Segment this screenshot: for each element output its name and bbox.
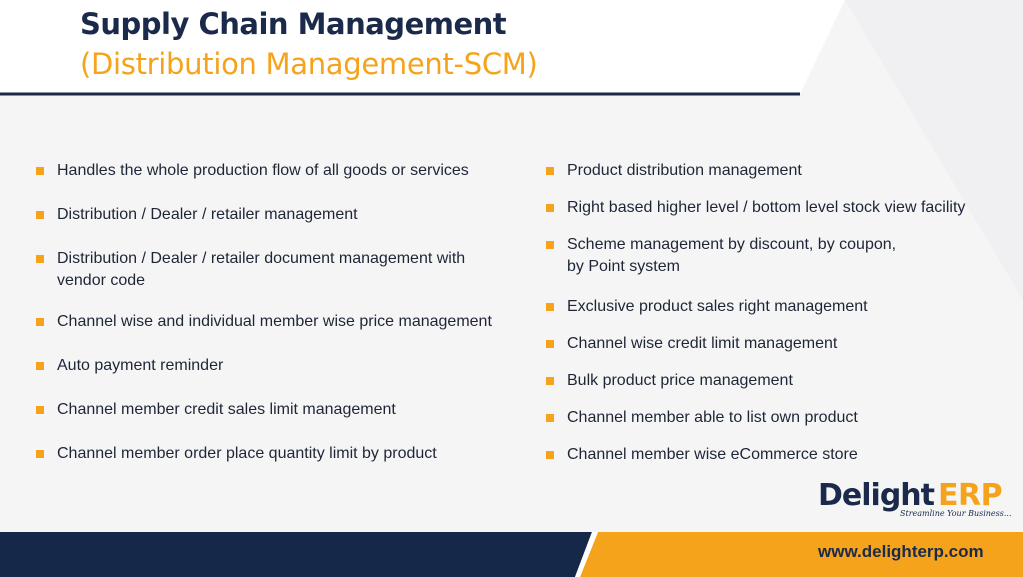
list-item: Bulk product price management (546, 370, 793, 392)
bullet-square-icon (36, 318, 44, 326)
list-item-text: Channel member credit sales limit manage… (57, 401, 396, 418)
list-item-text: Handles the whole production flow of all… (57, 162, 469, 179)
list-item: Exclusive product sales right management (546, 296, 868, 318)
list-item: Handles the whole production flow of all… (36, 160, 469, 182)
bullet-square-icon (36, 255, 44, 263)
list-item-text: Distribution / Dealer / retailer managem… (57, 206, 358, 223)
list-item: Channel member able to list own product (546, 407, 858, 429)
list-item-text: Right based higher level / bottom level … (567, 199, 966, 216)
page-subtitle: (Distribution Management-SCM) (80, 47, 538, 81)
list-item-text: Channel wise credit limit management (567, 335, 838, 352)
list-item: Channel wise credit limit management (546, 333, 837, 355)
list-item: Distribution / Dealer / retailer managem… (36, 204, 358, 226)
bullet-square-icon (546, 167, 554, 175)
logo-tagline: Streamline Your Business... (900, 509, 1012, 518)
list-item-text: Channel wise and individual member wise … (57, 313, 492, 330)
list-item: Product distribution management (546, 160, 802, 182)
list-item-text: Auto payment reminder (57, 357, 224, 374)
list-item-text: Distribution / Dealer / retailer documen… (57, 250, 466, 289)
list-item-text: Product distribution management (567, 162, 802, 179)
list-item-text: Channel member wise eCommerce store (567, 446, 858, 463)
logo-wordmark: Delight ERP (818, 478, 1012, 513)
bullet-square-icon (546, 340, 554, 348)
bullet-square-icon (36, 362, 44, 370)
company-logo: Delight ERP Streamline Your Business... (818, 478, 1012, 518)
list-item: Channel member order place quantity limi… (36, 443, 437, 465)
list-item-text: Bulk product price management (567, 372, 793, 389)
bullet-square-icon (36, 406, 44, 414)
bullet-square-icon (36, 211, 44, 219)
bullet-square-icon (546, 241, 554, 249)
list-item-text: Scheme management by discount, by coupon… (567, 236, 897, 275)
list-item: Right based higher level / bottom level … (546, 197, 965, 219)
logo-name-part2: ERP (938, 478, 1003, 513)
list-item: Channel wise and individual member wise … (36, 311, 492, 333)
bullet-square-icon (546, 377, 554, 385)
list-item: Scheme management by discount, by coupon… (546, 234, 896, 278)
list-item: Distribution / Dealer / retailer documen… (36, 248, 465, 292)
list-item-text: Channel member able to list own product (567, 409, 858, 426)
bullet-square-icon (546, 451, 554, 459)
list-item-text: Channel member order place quantity limi… (57, 445, 437, 462)
bullet-square-icon (546, 303, 554, 311)
logo-name-part1: Delight (818, 478, 935, 513)
bullet-square-icon (36, 167, 44, 175)
bullet-square-icon (546, 204, 554, 212)
list-item: Auto payment reminder (36, 355, 223, 377)
list-item: Channel member wise eCommerce store (546, 444, 858, 466)
header: Supply Chain Management (Distribution Ma… (80, 6, 538, 84)
list-item-text: Exclusive product sales right management (567, 298, 868, 315)
bullet-square-icon (36, 450, 44, 458)
footer-website-link[interactable]: www.delighterp.com (818, 542, 984, 561)
list-item: Channel member credit sales limit manage… (36, 399, 396, 421)
bullet-square-icon (546, 414, 554, 422)
page-title: Supply Chain Management (80, 7, 507, 41)
